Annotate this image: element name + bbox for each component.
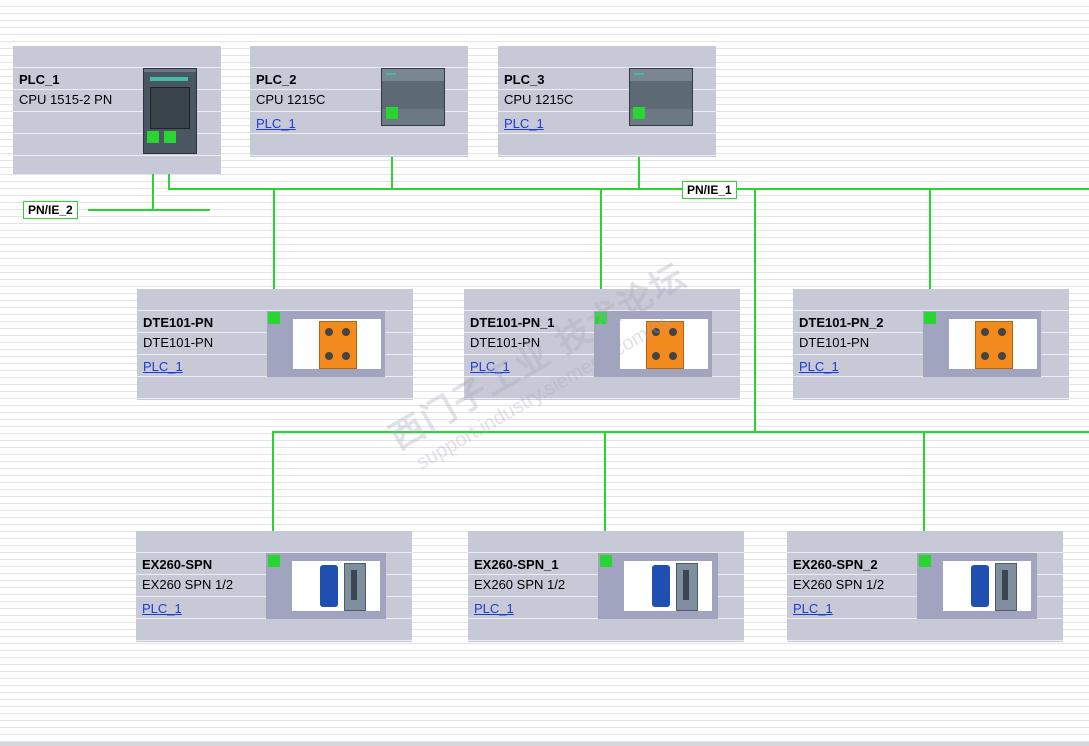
- device-plc-link[interactable]: PLC_1: [470, 359, 510, 374]
- device-name: EX260-SPN_2: [793, 557, 878, 572]
- ex1-drop: [272, 431, 274, 556]
- device-type: CPU 1515-2 PN: [19, 92, 113, 107]
- pn-ie-1-label[interactable]: PN/IE_1: [682, 181, 737, 199]
- device-type: DTE101-PN: [143, 335, 214, 350]
- plc1-port-1[interactable]: [147, 131, 159, 143]
- ex3-drop: [923, 431, 925, 556]
- dte101-pn-2-port[interactable]: [924, 312, 936, 324]
- device-name: PLC_2: [256, 72, 297, 87]
- image-slot: [267, 311, 385, 377]
- dte2-drop: [600, 188, 602, 314]
- dte3-drop: [929, 188, 931, 314]
- device-plc-link[interactable]: PLC_1: [256, 116, 296, 131]
- ex260-module-icon: [676, 563, 698, 611]
- image-slot: [266, 553, 386, 619]
- device-type: CPU 1215C: [256, 92, 326, 107]
- pn-ie-2-label[interactable]: PN/IE_2: [23, 201, 78, 219]
- ex260-spn-port[interactable]: [268, 555, 280, 567]
- smc-logo-icon: [652, 565, 670, 607]
- device-name: EX260-SPN_1: [474, 557, 559, 572]
- ex260-spn-device[interactable]: EX260-SPN EX260 SPN 1/2 PLC_1: [136, 531, 412, 642]
- ex260-module-icon: [995, 563, 1017, 611]
- dte101-pn-device[interactable]: DTE101-PN DTE101-PN PLC_1: [137, 289, 413, 400]
- device-type: EX260 SPN 1/2: [142, 577, 234, 592]
- device-plc-link[interactable]: PLC_1: [474, 601, 514, 616]
- plc1-port1-drop: [152, 142, 154, 210]
- device-type: CPU 1215C: [504, 92, 574, 107]
- plc1-device[interactable]: PLC_1 CPU 1515-2 PN: [13, 46, 221, 174]
- pn-ie-1-lower-bus[interactable]: [272, 431, 1089, 433]
- ex2-drop: [604, 431, 606, 556]
- plc3-device[interactable]: PLC_3 CPU 1215C PLC_1: [498, 46, 716, 157]
- device-plc-link[interactable]: PLC_1: [799, 359, 839, 374]
- image-slot: [923, 311, 1041, 377]
- smc-logo-icon: [971, 565, 989, 607]
- ex260-module-icon: [344, 563, 366, 611]
- device-plc-link[interactable]: PLC_1: [793, 601, 833, 616]
- dte101-pn-1-device[interactable]: DTE101-PN_1 DTE101-PN PLC_1: [464, 289, 740, 400]
- ex260-spn-1-port[interactable]: [600, 555, 612, 567]
- device-type: DTE101-PN: [799, 335, 870, 350]
- plc3-port[interactable]: [633, 107, 645, 119]
- ex260-spn-2-port[interactable]: [919, 555, 931, 567]
- device-type: EX260 SPN 1/2: [793, 577, 885, 592]
- plc2-port[interactable]: [386, 107, 398, 119]
- bottom-edge: [0, 742, 1089, 746]
- pn-ie-1-bus[interactable]: [168, 188, 1089, 190]
- device-plc-link[interactable]: PLC_1: [504, 116, 544, 131]
- device-type: EX260 SPN 1/2: [474, 577, 566, 592]
- dte101-pn-1-port[interactable]: [595, 312, 607, 324]
- io-module-icon: [319, 321, 357, 369]
- ex260-spn-2-device[interactable]: EX260-SPN_2 EX260 SPN 1/2 PLC_1: [787, 531, 1063, 642]
- device-plc-link[interactable]: PLC_1: [142, 601, 182, 616]
- io-module-icon: [646, 321, 684, 369]
- pn-ie-1-riser: [754, 188, 756, 433]
- device-name: PLC_1: [19, 72, 60, 87]
- device-plc-link[interactable]: PLC_1: [143, 359, 183, 374]
- dte101-pn-2-device[interactable]: DTE101-PN_2 DTE101-PN PLC_1: [793, 289, 1069, 400]
- io-module-icon: [975, 321, 1013, 369]
- ex260-spn-1-device[interactable]: EX260-SPN_1 EX260 SPN 1/2 PLC_1: [468, 531, 744, 642]
- device-name: PLC_3: [504, 72, 545, 87]
- device-name: DTE101-PN: [143, 315, 214, 330]
- device-name: DTE101-PN_1: [470, 315, 555, 330]
- image-slot: [594, 311, 712, 377]
- device-type: DTE101-PN: [470, 335, 541, 350]
- smc-logo-icon: [320, 565, 338, 607]
- image-slot: [917, 553, 1037, 619]
- plc2-device[interactable]: PLC_2 CPU 1215C PLC_1: [250, 46, 468, 157]
- dte1-drop: [273, 188, 275, 314]
- plc1-port-2[interactable]: [164, 131, 176, 143]
- device-name: EX260-SPN: [142, 557, 213, 572]
- pn-ie-2-bus[interactable]: [88, 209, 210, 211]
- image-slot: [598, 553, 718, 619]
- dte101-pn-port[interactable]: [268, 312, 280, 324]
- device-name: DTE101-PN_2: [799, 315, 884, 330]
